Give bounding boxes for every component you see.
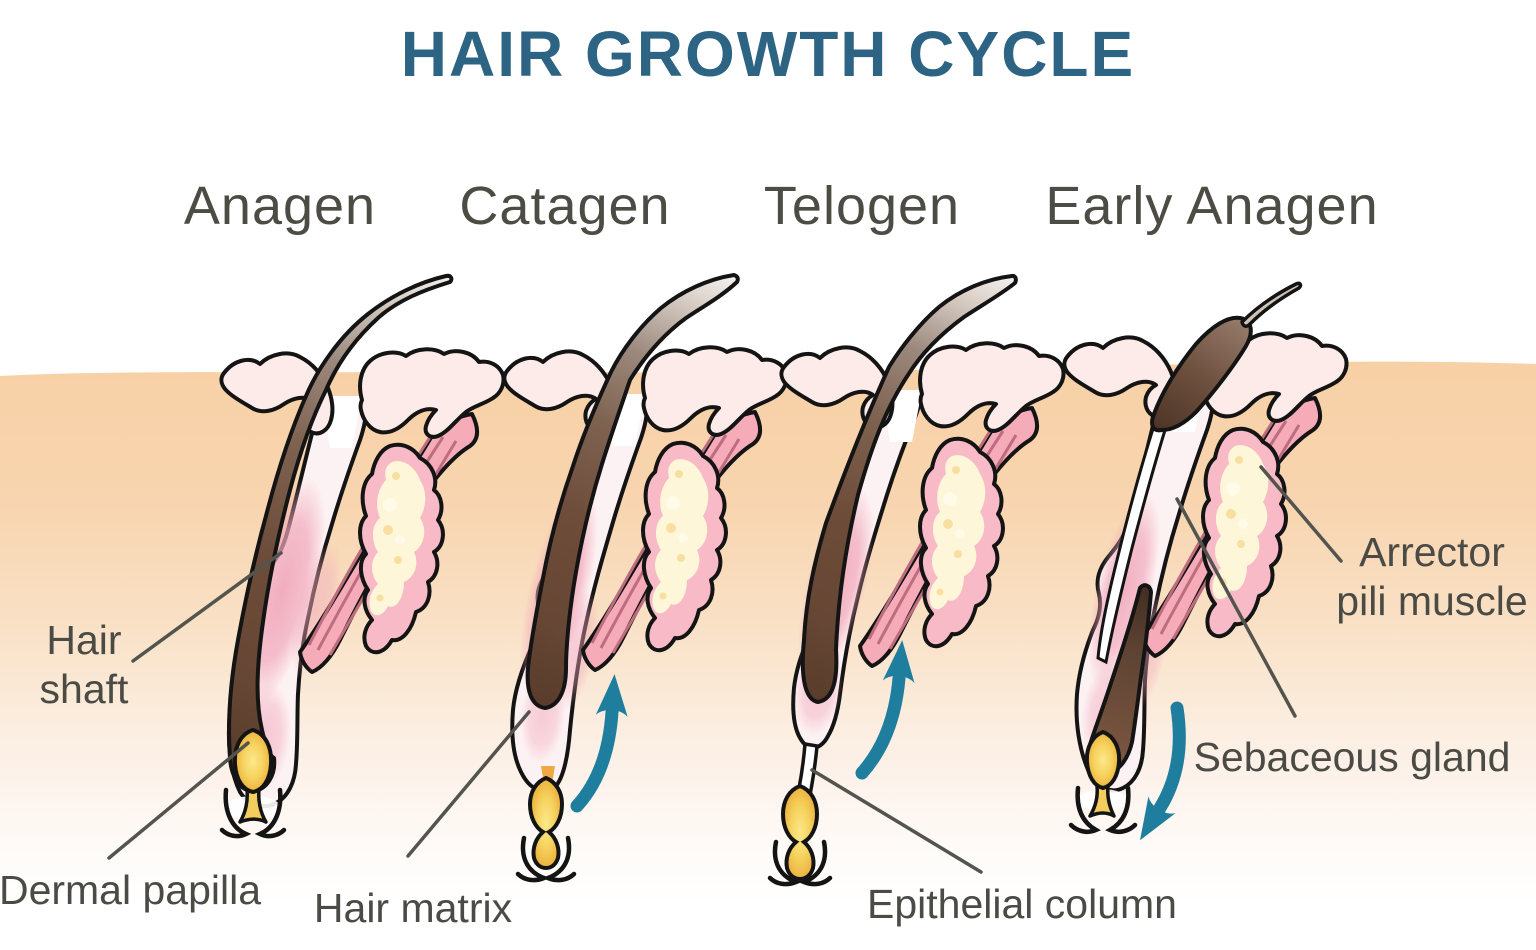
follicle-catagen [502, 273, 789, 883]
phase-label-telogen: Telogen [763, 176, 961, 236]
annotation-arrector-pili: Arrector pili muscle [1336, 528, 1527, 626]
annotation-arrector-pili-line1: Arrector [1359, 529, 1505, 575]
club-hair-catagen [525, 273, 740, 710]
shed-hair-tip [1240, 281, 1303, 328]
club-hair-telogen [800, 273, 1018, 704]
leader-sebaceous-gland [1175, 497, 1297, 718]
leader-hair-shaft [131, 551, 283, 663]
leader-lines [107, 465, 1343, 874]
skin-background [0, 361, 1536, 950]
arrow-up-catagen [570, 674, 628, 813]
phase-label-catagen: Catagen [459, 176, 671, 236]
leader-epithelial-column [810, 768, 983, 874]
annotation-dermal-papilla: Dermal papilla [0, 867, 262, 913]
old-canal [1096, 401, 1172, 665]
leader-arrector-pili [1259, 465, 1343, 563]
phase-label-early-anagen: Early Anagen [1045, 176, 1379, 236]
shed-hair-club [1150, 315, 1253, 433]
annotation-sebaceous-gland: Sebaceous gland [1193, 734, 1511, 780]
phase-label-anagen: Anagen [183, 176, 377, 236]
annotation-hair-shaft-line2: shaft [39, 666, 129, 713]
annotation-hair-shaft-line1: Hair [46, 617, 122, 663]
dermal-papilla-telogen [780, 783, 820, 882]
arrow-up-telogen [855, 640, 915, 780]
annotation-hair-matrix: Hair matrix [313, 885, 513, 931]
arrow-down-early-anagen [1140, 701, 1186, 841]
follicle-anagen [219, 273, 506, 839]
leader-dermal-papilla [107, 741, 250, 860]
page-title: HAIR GROWTH CYCLE [400, 18, 1136, 90]
annotation-arrector-pili-line2: pili muscle [1336, 578, 1528, 625]
dermal-papilla-catagen [527, 775, 565, 871]
leader-hair-matrix [406, 710, 531, 858]
follicle-early-anagen [1062, 281, 1349, 841]
follicle-telogen [767, 273, 1066, 887]
annotation-hair-shaft: Hair shaft [40, 616, 129, 714]
dermal-papilla-early-anagen [1088, 784, 1116, 818]
dermal-papilla-anagen [238, 788, 268, 824]
annotation-epithelial-column: Epithelial column [867, 881, 1177, 927]
